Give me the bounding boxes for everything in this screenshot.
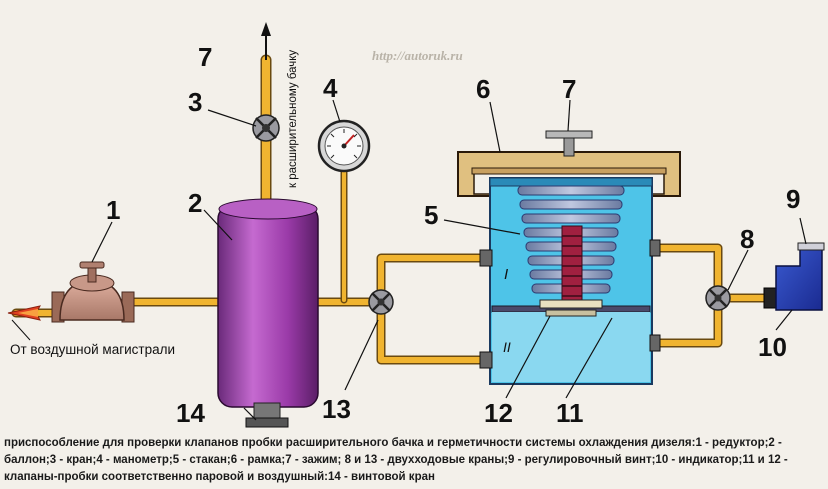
to-tank-label: к расширительному бачку [287,50,299,188]
figure-caption: приспособление для проверки клапанов про… [4,437,788,483]
label-3: 3 [188,87,202,117]
test-housing: I II [457,130,681,385]
cylinder [217,198,319,428]
valve-8-icon [705,285,731,311]
label-1: 1 [106,195,120,225]
manometer-gauge-icon [317,119,371,173]
label-11: 11 [556,398,584,428]
label-14: 14 [176,398,205,428]
label-7-top: 7 [198,42,212,72]
arrow-up-icon [261,22,271,60]
chamber-upper-label: I [504,266,508,283]
label-9: 9 [786,184,800,214]
reducer [51,261,135,323]
valve-13-icon [368,289,394,315]
label-7-right: 7 [562,74,576,104]
chamber-lower-label: II [503,339,511,355]
indicator [763,242,825,311]
label-12: 12 [484,398,513,428]
label-4: 4 [323,73,338,103]
inlet-leader-line [11,319,31,341]
label-2: 2 [188,188,202,218]
air-inlet-arrow-icon [7,305,41,321]
label-10: 10 [758,332,787,362]
watermark-url: http://autoruk.ru [372,48,463,63]
from-air-line-label: От воздушной магистрали [10,342,175,357]
label-5: 5 [424,200,438,230]
leader-lines [91,99,807,421]
pipes [11,54,773,365]
label-6: 6 [476,74,490,104]
crane-3-icon [252,114,280,142]
label-8: 8 [740,224,754,254]
label-13: 13 [322,394,351,424]
